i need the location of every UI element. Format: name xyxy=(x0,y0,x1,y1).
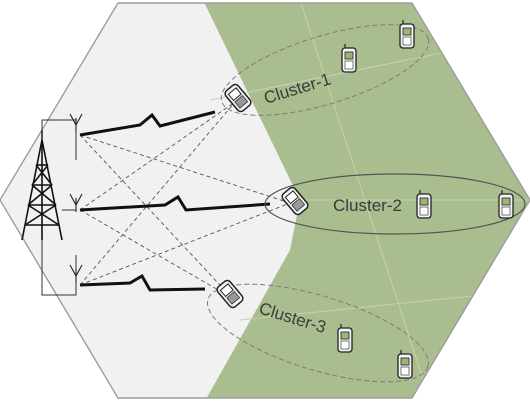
mobile-phone-icon xyxy=(397,350,413,379)
wireless-link-icon xyxy=(79,273,206,292)
base-station-antenna-icon xyxy=(69,264,83,283)
interference-links xyxy=(79,101,291,299)
base-station-antenna-icon xyxy=(69,193,83,212)
mobile-phone-icon xyxy=(399,20,415,49)
cluster-1-ellipse xyxy=(220,24,430,116)
mobile-phone-icon xyxy=(337,324,353,353)
mobile-phone-icon xyxy=(224,83,252,113)
mobile-phone-icon xyxy=(498,190,514,219)
cluster-2-ellipse xyxy=(264,173,526,235)
green-coverage-region xyxy=(203,3,530,398)
cluster-2-label: Cluster-2 xyxy=(333,196,402,215)
cell-tower-icon xyxy=(21,130,63,241)
base-station-antenna-icon xyxy=(69,113,83,132)
cluster-3-ellipse xyxy=(206,283,430,383)
mobile-phone-icon xyxy=(281,186,309,216)
wireless-link-icon xyxy=(79,110,216,137)
mobile-phone-icon xyxy=(216,279,244,309)
wireless-link-icon xyxy=(79,194,271,212)
mobile-phone-icon xyxy=(341,44,357,73)
mobile-phone-icon xyxy=(416,190,432,219)
